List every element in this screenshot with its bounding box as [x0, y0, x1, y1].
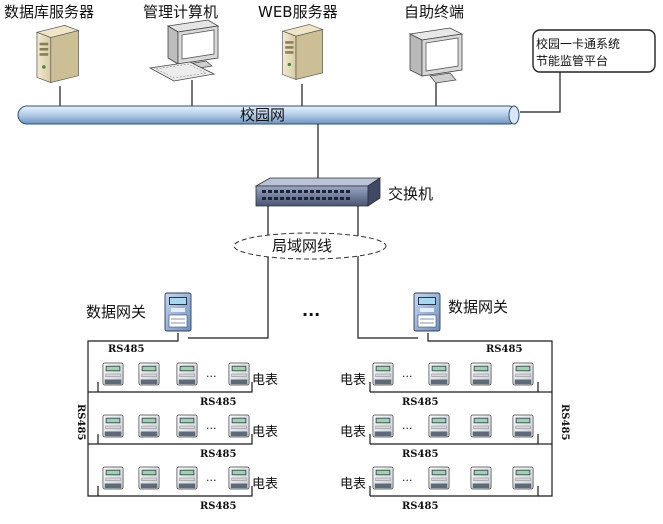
lan-label: 局域网线: [272, 237, 332, 255]
meter-icon: [138, 414, 160, 438]
meter-icon: [102, 414, 124, 438]
rs485-bus-left: [87, 333, 253, 497]
rs485-label: RS485: [200, 501, 236, 512]
gateway-ellipsis: ···: [302, 305, 320, 324]
rs485-label: RS485: [200, 397, 236, 408]
meter-icon: [470, 466, 492, 490]
gateway-icon: [413, 292, 441, 332]
meter-icon: [102, 466, 124, 490]
self-service-terminal: 自助终端: [404, 3, 464, 84]
meter-label: 电表: [252, 477, 278, 492]
meter-icon: [512, 466, 534, 490]
self-service-terminal-label: 自助终端: [404, 3, 464, 21]
meter-icon: [138, 466, 160, 490]
meter-group-right: 电表 ··· 电表 ··· 电表 ···: [340, 362, 534, 492]
data-gateway-right: 数据网关: [413, 292, 508, 332]
device-drop-lines: [59, 72, 561, 113]
meter-icon: [102, 362, 124, 386]
gateway-left-label: 数据网关: [86, 303, 146, 321]
meter-icon: [470, 362, 492, 386]
campus-network-bus: 校园网: [17, 105, 520, 125]
meter-icon: [176, 414, 198, 438]
meter-label: 电表: [340, 477, 366, 492]
meter-icon: [176, 362, 198, 386]
computer-icon: [148, 19, 220, 82]
meter-icon: [228, 414, 250, 438]
meter-ellipsis: ···: [206, 474, 217, 487]
campus-network-label: 校园网: [240, 106, 285, 124]
platform-line-1: 校园一卡通系统: [536, 36, 620, 51]
monitor-icon: [408, 27, 464, 84]
rs485-label: RS485: [402, 397, 438, 408]
energy-platform-box: 校园一卡通系统 节能监管平台: [532, 29, 656, 73]
meter-group-left: ··· 电表 ··· 电表 ··· 电表: [102, 362, 278, 492]
gateway-icon: [164, 292, 192, 332]
server-icon: [36, 24, 79, 84]
meter-ellipsis: ···: [402, 422, 413, 435]
rs485-label: RS485: [402, 501, 438, 512]
meter-icon: [512, 362, 534, 386]
meter-icon: [428, 414, 450, 438]
meter-icon: [138, 362, 160, 386]
rs485-labels: RS485 RS485 RS485 RS485 RS485 RS485 RS48…: [75, 344, 570, 512]
meter-icon: [428, 362, 450, 386]
meter-ellipsis: ···: [402, 474, 413, 487]
server-icon: [282, 24, 324, 80]
meter-icon: [228, 362, 250, 386]
meter-icon: [372, 362, 394, 386]
meter-ellipsis: ···: [402, 370, 413, 383]
rs485-label: RS485: [402, 449, 438, 460]
meter-label: 电表: [252, 425, 278, 440]
lan-label-ellipse: 局域网线: [233, 232, 387, 260]
meter-ellipsis: ···: [206, 370, 217, 383]
network-switch: 交换机: [254, 177, 433, 207]
database-server: 数据库服务器: [4, 3, 94, 84]
web-server: WEB服务器: [258, 3, 338, 80]
database-server-label: 数据库服务器: [4, 3, 94, 21]
rs485-label: RS485: [486, 344, 522, 355]
meter-icon: [470, 414, 492, 438]
meter-icon: [512, 414, 534, 438]
management-computer: 管理计算机: [143, 3, 220, 82]
meter-icon: [428, 466, 450, 490]
meter-icon: [372, 414, 394, 438]
switch-icon: [254, 177, 382, 207]
platform-line-2: 节能监管平台: [536, 53, 608, 68]
rs485-label: RS485: [200, 449, 236, 460]
meter-icon: [176, 466, 198, 490]
gateway-right-label: 数据网关: [448, 298, 508, 316]
rs485-vertical-label: RS485: [559, 404, 570, 440]
management-computer-label: 管理计算机: [143, 3, 218, 21]
rs485-vertical-label: RS485: [75, 404, 86, 440]
meter-icon: [228, 466, 250, 490]
web-server-label: WEB服务器: [258, 3, 338, 21]
meter-label: 电表: [340, 425, 366, 440]
meter-ellipsis: ···: [206, 422, 217, 435]
rs485-label: RS485: [108, 344, 144, 355]
data-gateway-left: 数据网关: [86, 292, 192, 332]
meter-label: 电表: [252, 373, 278, 388]
meter-icon: [372, 466, 394, 490]
switch-label: 交换机: [388, 185, 433, 203]
meter-label: 电表: [340, 373, 366, 388]
rs485-bus-right: [369, 333, 553, 497]
